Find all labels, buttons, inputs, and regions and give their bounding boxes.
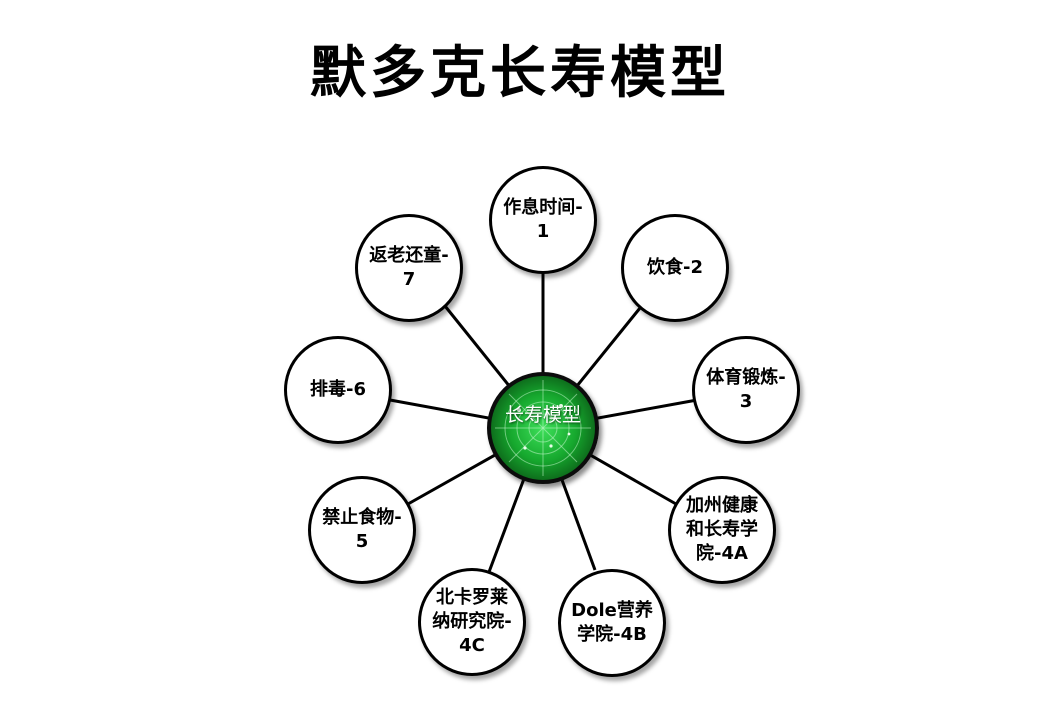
node-forbidden-food: 禁止食物-5 — [308, 476, 416, 584]
node-label: 禁止食物-5 — [322, 507, 402, 552]
diagram-title: 默多克长寿模型 — [310, 40, 730, 106]
hub-label: 长寿模型 — [504, 404, 581, 426]
node-california-institute: 加州健康和长寿学院-4A — [668, 476, 776, 584]
node-label: 加州健康和长寿学院-4A — [686, 495, 758, 564]
node-rejuvenation: 返老还童-7 — [355, 214, 463, 322]
node-label: 作息时间-1 — [503, 197, 583, 242]
node-detox: 排毒-6 — [284, 336, 392, 444]
node-label: 北卡罗莱纳研究院-4C — [432, 587, 512, 656]
node-dole-institute: Dole营养学院-4B — [558, 569, 666, 677]
hub-longevity-model: 长寿模型 — [487, 372, 599, 484]
node-label: Dole营养学院-4B — [571, 600, 653, 645]
radar-icon — [495, 380, 591, 476]
node-label: 排毒-6 — [310, 379, 366, 400]
node-sleep-schedule: 作息时间-1 — [489, 166, 597, 274]
node-label: 返老还童-7 — [369, 245, 449, 290]
node-exercise: 体育锻炼-3 — [692, 336, 800, 444]
node-diet: 饮食-2 — [621, 214, 729, 322]
node-label: 体育锻炼-3 — [706, 367, 786, 412]
node-north-carolina-institute: 北卡罗莱纳研究院-4C — [418, 568, 526, 676]
node-label: 饮食-2 — [647, 257, 703, 278]
